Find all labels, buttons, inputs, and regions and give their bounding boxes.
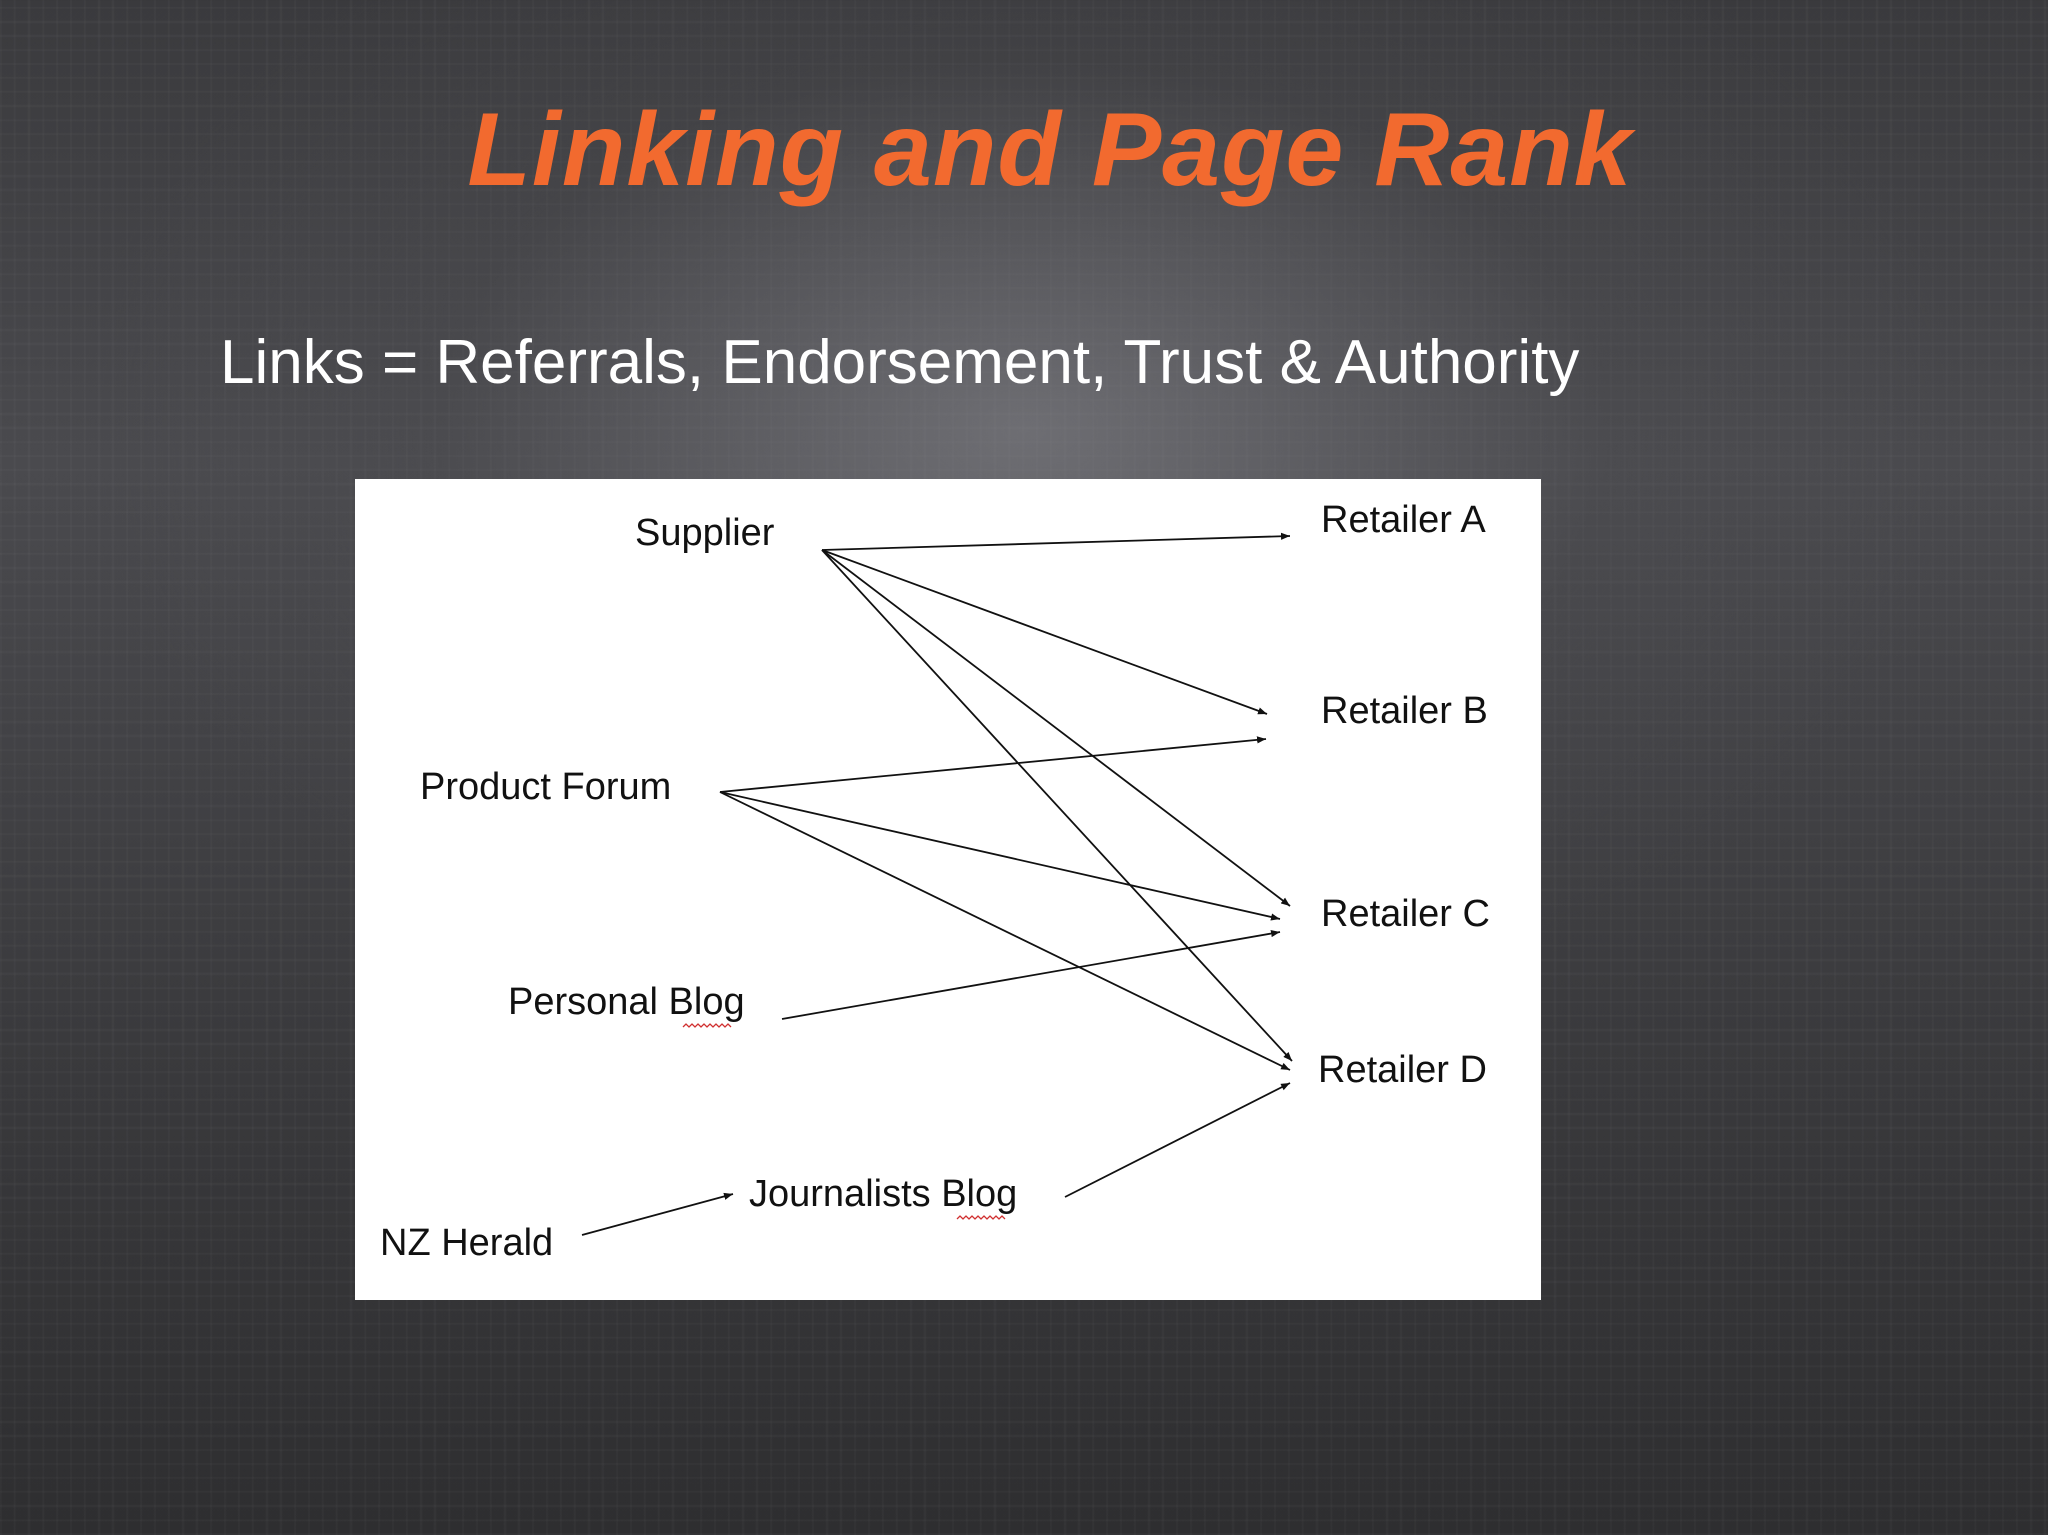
spellcheck-underline-journalists-blog (956, 1215, 1006, 1220)
edge-supplier-retailer-d (821, 549, 1293, 1062)
link-diagram: Supplier Product Forum Personal Blog NZ … (355, 479, 1541, 1300)
edge-supplier-retailer-a (821, 532, 1291, 551)
node-retailer-d: Retailer D (1318, 1049, 1487, 1091)
node-supplier: Supplier (635, 512, 775, 554)
node-personal-blog: Personal Blog (508, 981, 745, 1023)
node-retailer-a: Retailer A (1321, 499, 1486, 541)
spellcheck-underline-blog (682, 1023, 732, 1028)
edge-supplier-retailer-c (821, 549, 1291, 907)
edge-nz-herald-journalists-blog (581, 1192, 734, 1236)
edge-journalists-blog-retailer-d (1064, 1082, 1291, 1198)
slide-title: Linking and Page Rank (467, 92, 1633, 208)
edge-supplier-retailer-b (821, 549, 1268, 715)
node-retailer-b: Retailer B (1321, 690, 1488, 732)
node-journalists-blog: Journalists Blog (749, 1173, 1017, 1215)
link-diagram-svg: Supplier Product Forum Personal Blog NZ … (380, 499, 1490, 1264)
link-edges (581, 532, 1293, 1236)
edge-product-forum-retailer-d (719, 791, 1291, 1071)
edge-personal-blog-retailer-c (781, 930, 1281, 1020)
slide-subtitle: Links = Referrals, Endorsement, Trust & … (220, 328, 1580, 397)
edge-product-forum-retailer-b (719, 736, 1267, 793)
edge-product-forum-retailer-c (719, 791, 1281, 921)
node-product-forum: Product Forum (420, 766, 671, 808)
node-retailer-c: Retailer C (1321, 893, 1490, 935)
node-nz-herald: NZ Herald (380, 1222, 553, 1264)
